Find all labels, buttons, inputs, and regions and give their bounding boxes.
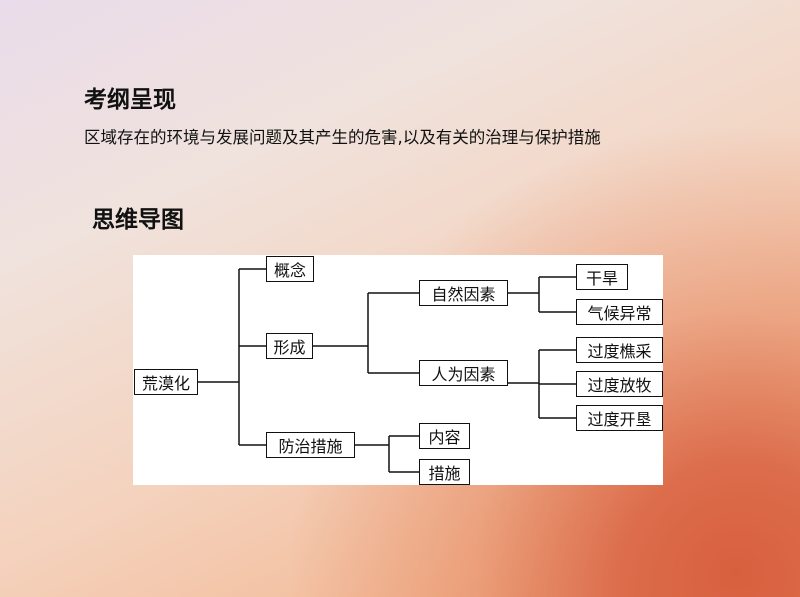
node-climate-anomaly: 气候异常 [576,299,663,325]
node-over-logging: 过度樵采 [576,337,663,363]
mind-map: 荒漠化 概念 形成 自然因素 干旱 气候异常 人为因素 过度樵采 过度放牧 过度… [133,255,663,485]
mind-map-connectors [198,268,576,473]
node-natural-factors: 自然因素 [419,280,508,306]
node-concept: 概念 [266,256,314,282]
node-root: 荒漠化 [134,369,198,395]
page-title: 考纲呈现 [84,87,176,113]
page-subtitle: 区域存在的环境与发展问题及其产生的危害,以及有关的治理与保护措施 [84,128,601,147]
node-measures: 措施 [419,459,470,485]
node-formation: 形成 [266,333,313,359]
section-title: 思维导图 [92,207,184,233]
node-human-factors: 人为因素 [419,360,508,386]
node-over-grazing: 过度放牧 [576,371,663,397]
node-over-reclaiming: 过度开垦 [576,405,663,431]
node-content: 内容 [419,423,470,449]
node-drought: 干旱 [576,264,628,290]
node-prevention: 防治措施 [266,432,355,458]
